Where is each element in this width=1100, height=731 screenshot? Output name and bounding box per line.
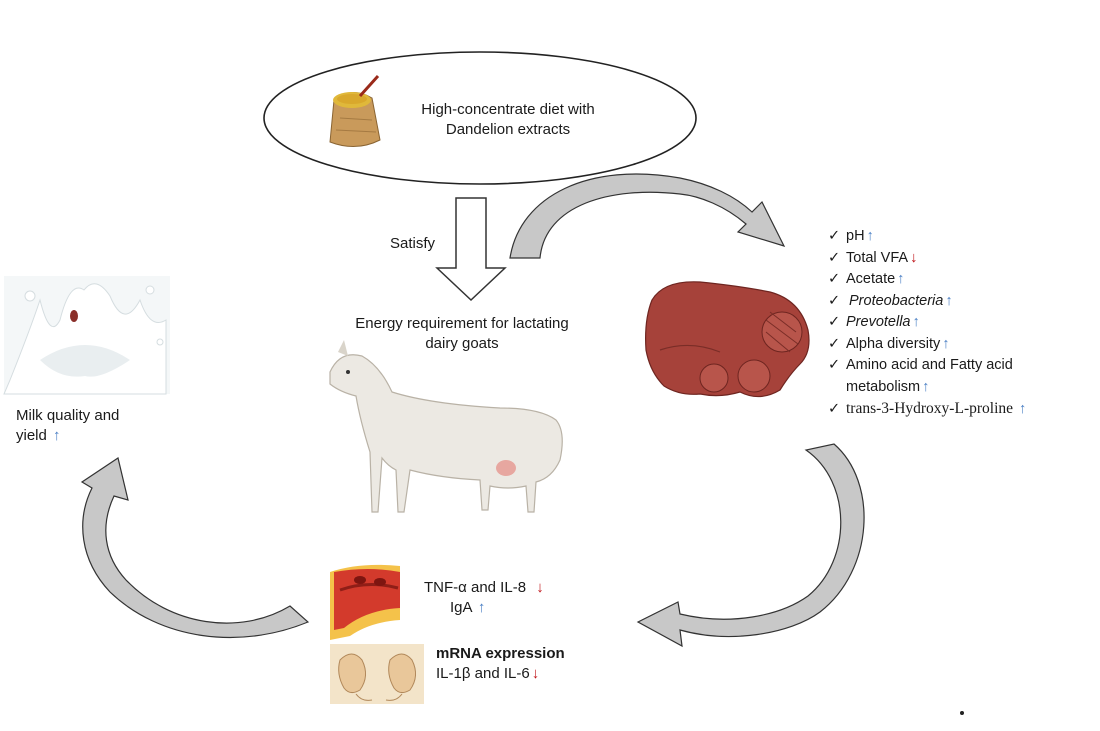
diet-ellipse [263,51,697,185]
check-icon: ✓ [828,271,841,287]
mammary-image [330,644,424,704]
list-item: ✓ Total VFA↓ [828,248,1026,270]
check-icon: ✓ [828,292,841,309]
diet-label: High-concentrate diet with Dandelion ext… [404,100,612,140]
list-item: ✓ Proteobacteria↑ [828,291,1026,313]
blood-line1: TNF-α and IL-8 [424,579,527,596]
arrow-up-icon: ↑ [922,378,930,395]
list-item: ✓ trans-3-Hydroxy-L-proline ↑ [828,398,1026,421]
arrow-up-icon: ↑ [945,292,953,309]
arrow-down-icon: ↓ [910,249,918,266]
check-icon: ✓ [828,335,841,352]
energy-line1: Energy requirement for lactating [355,315,569,332]
item-label: pH [846,228,865,244]
arrow-up-icon: ↑ [1019,401,1027,417]
energy-label: Energy requirement for lactating dairy g… [330,314,594,354]
rumen-image [645,281,810,398]
list-item: ✓ pH↑ [828,226,1026,248]
list-item: ✓ Amino acid and Fatty acid [828,355,1026,377]
mammary-line2: IL-1β and IL-6 [436,665,530,682]
arrow-up-icon: ↑ [942,335,950,352]
item-label: Amino acid and Fatty acid [846,357,1013,373]
item-label: trans-3-Hydroxy-L-proline [846,400,1014,417]
check-icon: ✓ [828,357,841,373]
list-item-continued: metabolism↑ [828,377,1026,399]
arrow-up-icon: ↑ [912,314,920,330]
stray-dot [960,711,964,715]
mammary-findings: mRNA expression IL-1β and IL-6↓ [436,644,565,684]
item-label: Total VFA [846,249,909,266]
milk-splash-image [3,276,170,395]
arrow-up-icon: ↑ [866,228,874,244]
check-icon: ✓ [828,249,841,266]
curved-arrow-rumen-to-immune [636,443,865,648]
diet-line1: High-concentrate diet with [421,101,595,118]
curved-arrow-diet-to-rumen [509,173,786,259]
energy-line2: dairy goats [425,335,499,352]
item-label: Prevotella [846,314,911,330]
check-icon: ✓ [828,401,841,417]
arrow-down-icon: ↓ [531,665,540,682]
diet-line2: Dandelion extracts [445,121,571,138]
feed-sack-icon [329,74,381,147]
arrow-down-icon: ↓ [536,579,544,596]
arrow-up-icon: ↑ [897,271,905,287]
list-item: ✓ Acetate↑ [828,269,1026,291]
item-label: Acetate [846,271,896,287]
goat-image [329,340,563,513]
satisfy-arrow [435,197,507,302]
list-item: ✓ Prevotella↑ [828,312,1026,334]
list-item: ✓ Alpha diversity↑ [828,334,1026,356]
check-icon: ✓ [828,228,841,244]
blood-line2: IgA [450,599,472,616]
arrow-up-icon: ↑ [53,427,61,444]
arrow-up-icon: ↑ [477,599,486,616]
check-icon: ✓ [828,314,841,330]
satisfy-label: Satisfy [390,235,436,252]
milk-line2: yield [16,427,47,444]
milk-line1: Milk quality and [16,407,120,424]
blood-vessel-image [330,564,400,640]
curved-arrow-immune-to-milk [80,457,310,638]
item-label: Alpha diversity [846,335,941,352]
rumen-findings-list: ✓pH↑ ✓Total VFA↓ ✓Acetate↑ ✓Proteobacter… [828,226,1026,421]
item-label: Proteobacteria [849,292,944,309]
mammary-title: mRNA expression [436,645,565,662]
item-label: metabolism [846,378,921,395]
blood-findings: TNF-α and IL-8 ↓ IgA ↑ [424,578,544,618]
milk-label: Milk quality and yield ↑ [16,406,119,446]
